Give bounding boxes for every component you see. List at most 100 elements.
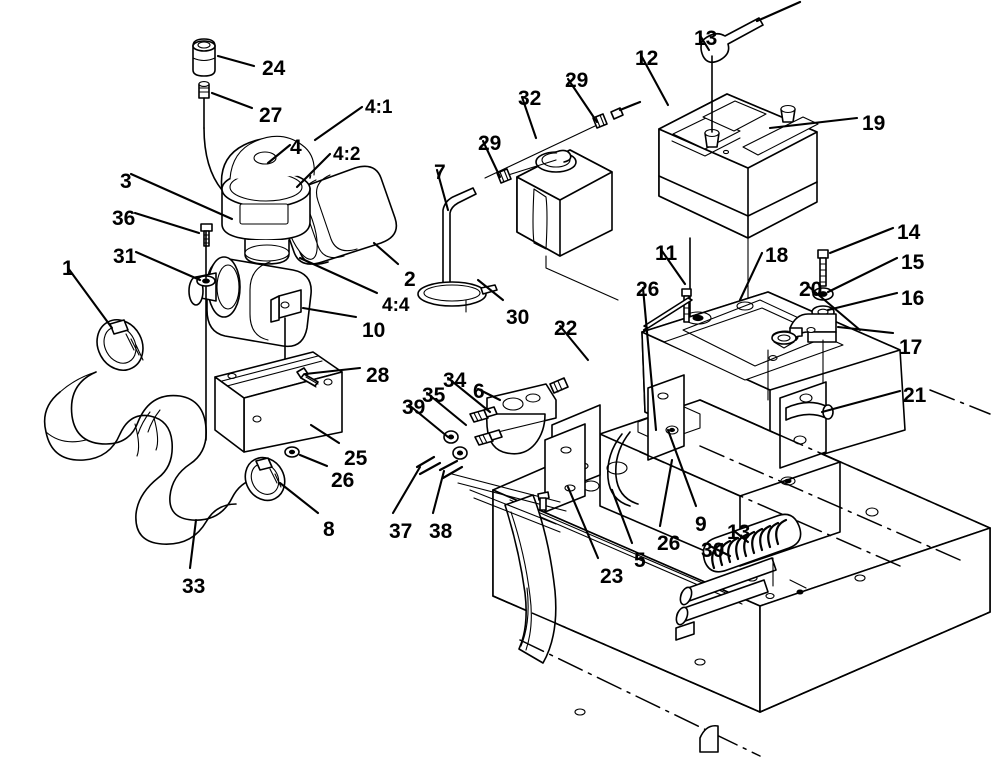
callout-1: 1 (62, 257, 74, 280)
leader-line-28 (303, 366, 362, 376)
leader-line-31 (134, 250, 202, 282)
leader-line-19 (768, 116, 859, 130)
part-29-clamp-left (496, 168, 512, 184)
leader-line-30 (708, 544, 732, 558)
part-39-nut-b (452, 446, 468, 460)
part-17-holddown-clamp (789, 313, 837, 345)
callout-28: 28 (366, 364, 390, 387)
part-25-bracket (214, 351, 343, 453)
callout-18: 18 (765, 244, 789, 267)
callout-20: 20 (799, 278, 823, 301)
battery-terminal-positive (704, 128, 720, 148)
callout-12: 12 (635, 47, 659, 70)
part-26-nut-left (284, 446, 300, 458)
part-35-fitting (474, 429, 503, 446)
callout-25: 25 (344, 447, 368, 470)
air-cleaner-assembly (43, 38, 398, 545)
part-13-30-spring-shaft (675, 513, 807, 626)
leader-line-34 (446, 376, 492, 414)
callout-35: 35 (422, 384, 446, 407)
leader-line-10 (301, 306, 358, 319)
leader-line-35 (425, 391, 468, 427)
callout-36: 36 (112, 207, 136, 230)
leader-line-33 (188, 518, 198, 570)
leader-line-27 (210, 91, 254, 110)
callout-32: 32 (518, 87, 542, 110)
callout-4: 4 (290, 136, 302, 159)
callout-30: 30 (701, 539, 725, 562)
leader-line-30 (476, 278, 505, 302)
callout-29: 29 (478, 132, 502, 155)
callout-26: 26 (331, 469, 355, 492)
callout-9: 9 (695, 513, 707, 536)
leader-line-7 (435, 168, 450, 212)
callout-23: 23 (600, 565, 624, 588)
leader-line-4-2 (295, 152, 332, 189)
callout-11: 11 (655, 242, 678, 265)
callout-30: 30 (506, 306, 530, 329)
part-39-nut-a (443, 430, 459, 444)
callout-39: 39 (402, 396, 426, 419)
leader-line-26 (298, 453, 329, 468)
leader-line-21 (820, 389, 902, 414)
callout-19: 19 (862, 112, 886, 135)
part-12-battery (658, 93, 819, 239)
callout-34: 34 (443, 369, 467, 392)
leader-line-12 (640, 55, 670, 107)
leader-line-5 (610, 488, 634, 545)
callout-24: 24 (262, 57, 286, 80)
callout-7: 7 (434, 161, 446, 184)
part-4-1-cover (220, 135, 315, 241)
callout-26: 26 (636, 278, 660, 301)
leader-line-39 (407, 403, 450, 439)
callout-27: 27 (259, 104, 283, 127)
leader-line-13 (699, 35, 711, 52)
leader-line-29 (481, 139, 502, 179)
leader-line-23 (566, 485, 600, 560)
part-20-stud (771, 331, 797, 349)
frame-tab-d (544, 423, 586, 513)
callout-26: 26 (657, 532, 681, 555)
callout-31: 31 (113, 245, 137, 268)
callout-8: 8 (323, 518, 335, 541)
part-38-fuel-line (438, 459, 464, 480)
callout-37: 37 (389, 520, 413, 543)
frame-hole-5 (606, 461, 628, 475)
leader-line-13 (731, 528, 750, 544)
callout-17: 17 (899, 336, 923, 359)
part-13-cable-boot (700, 0, 802, 133)
leader-line-25 (309, 423, 341, 445)
callout-13: 13 (694, 27, 718, 50)
part-7-support-rod (417, 187, 498, 307)
leader-line-11 (660, 249, 687, 286)
leader-line-24 (216, 54, 256, 68)
leader-line-8 (278, 481, 320, 515)
part-14-bolt (817, 249, 829, 287)
part-37-fuel-line (415, 455, 442, 476)
pump-outlet-nipple (549, 377, 569, 394)
frame-tab-b (647, 374, 685, 461)
part-27-fitting (198, 81, 210, 129)
callout-33: 33 (182, 575, 206, 598)
callout-4-4: 4:4 (382, 295, 410, 316)
frame-tab-c (779, 381, 834, 469)
callout-29: 29 (565, 69, 589, 92)
leader-line-6 (476, 387, 502, 402)
leader-line-1 (66, 266, 114, 330)
leader-line-4-4 (298, 256, 379, 295)
leader-line-4-1 (313, 105, 364, 142)
leader-line-26 (641, 286, 658, 432)
part-28-bolt (296, 367, 319, 388)
part-23-bolt (537, 491, 550, 511)
leader-line-3 (129, 172, 234, 221)
leader-line-4 (266, 143, 292, 165)
callout-38: 38 (429, 520, 453, 543)
part-24-precleaner (192, 38, 216, 77)
leader-line-18 (738, 251, 764, 302)
leader-line-17 (836, 325, 895, 335)
callout-16: 16 (901, 287, 925, 310)
leader-line-26 (658, 458, 674, 528)
part-1-hose-clamp (96, 319, 144, 371)
leader-line-38 (431, 469, 446, 515)
